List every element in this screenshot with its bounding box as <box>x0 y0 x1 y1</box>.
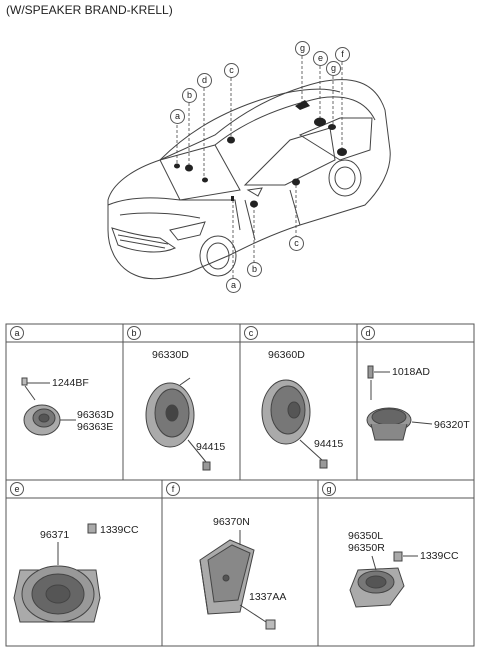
part-number-96350r: 96350R <box>348 542 385 554</box>
part-number-94415-c: 94415 <box>314 438 344 450</box>
part-number-94415-b: 94415 <box>196 441 226 453</box>
car-illustration <box>107 56 391 280</box>
part-number-96330d: 96330D <box>152 349 189 361</box>
cell-b-letter: b <box>127 326 141 340</box>
part-number-1244bf: 1244BF <box>52 377 89 389</box>
callout-a-bottom: a <box>226 278 241 293</box>
cell-c-letter: c <box>244 326 258 340</box>
part-number-1339cc-g: 1339CC <box>420 550 459 562</box>
callout-e-top: e <box>313 51 328 66</box>
cell-d-letter: d <box>361 326 375 340</box>
callout-f-top: f <box>335 47 350 62</box>
cell-e-letter: e <box>10 482 24 496</box>
diagram-title: (W/SPEAKER BRAND-KRELL) <box>6 3 173 17</box>
callout-b-top: b <box>182 88 197 103</box>
cell-a-letter: a <box>10 326 24 340</box>
callout-c-top: c <box>224 63 239 78</box>
part-number-96363d: 96363D <box>77 409 114 421</box>
callout-a-top: a <box>170 109 185 124</box>
part-number-1339cc-e: 1339CC <box>100 524 139 536</box>
cell-f-letter: f <box>166 482 180 496</box>
part-number-96370n: 96370N <box>213 516 250 528</box>
callout-g-top: g <box>295 41 310 56</box>
callout-b-bottom: b <box>247 262 262 277</box>
part-number-96320t: 96320T <box>434 419 470 431</box>
part-number-1337aa: 1337AA <box>249 591 287 603</box>
part-number-96371: 96371 <box>40 529 70 541</box>
callout-g-mid: g <box>326 61 341 76</box>
callout-d-top: d <box>197 73 212 88</box>
part-number-96363e: 96363E <box>77 421 114 433</box>
cell-g-letter: g <box>322 482 336 496</box>
part-number-1018ad: 1018AD <box>392 366 430 378</box>
part-number-96360d: 96360D <box>268 349 305 361</box>
callout-c-bottom: c <box>289 236 304 251</box>
part-number-96350l: 96350L <box>348 530 384 542</box>
